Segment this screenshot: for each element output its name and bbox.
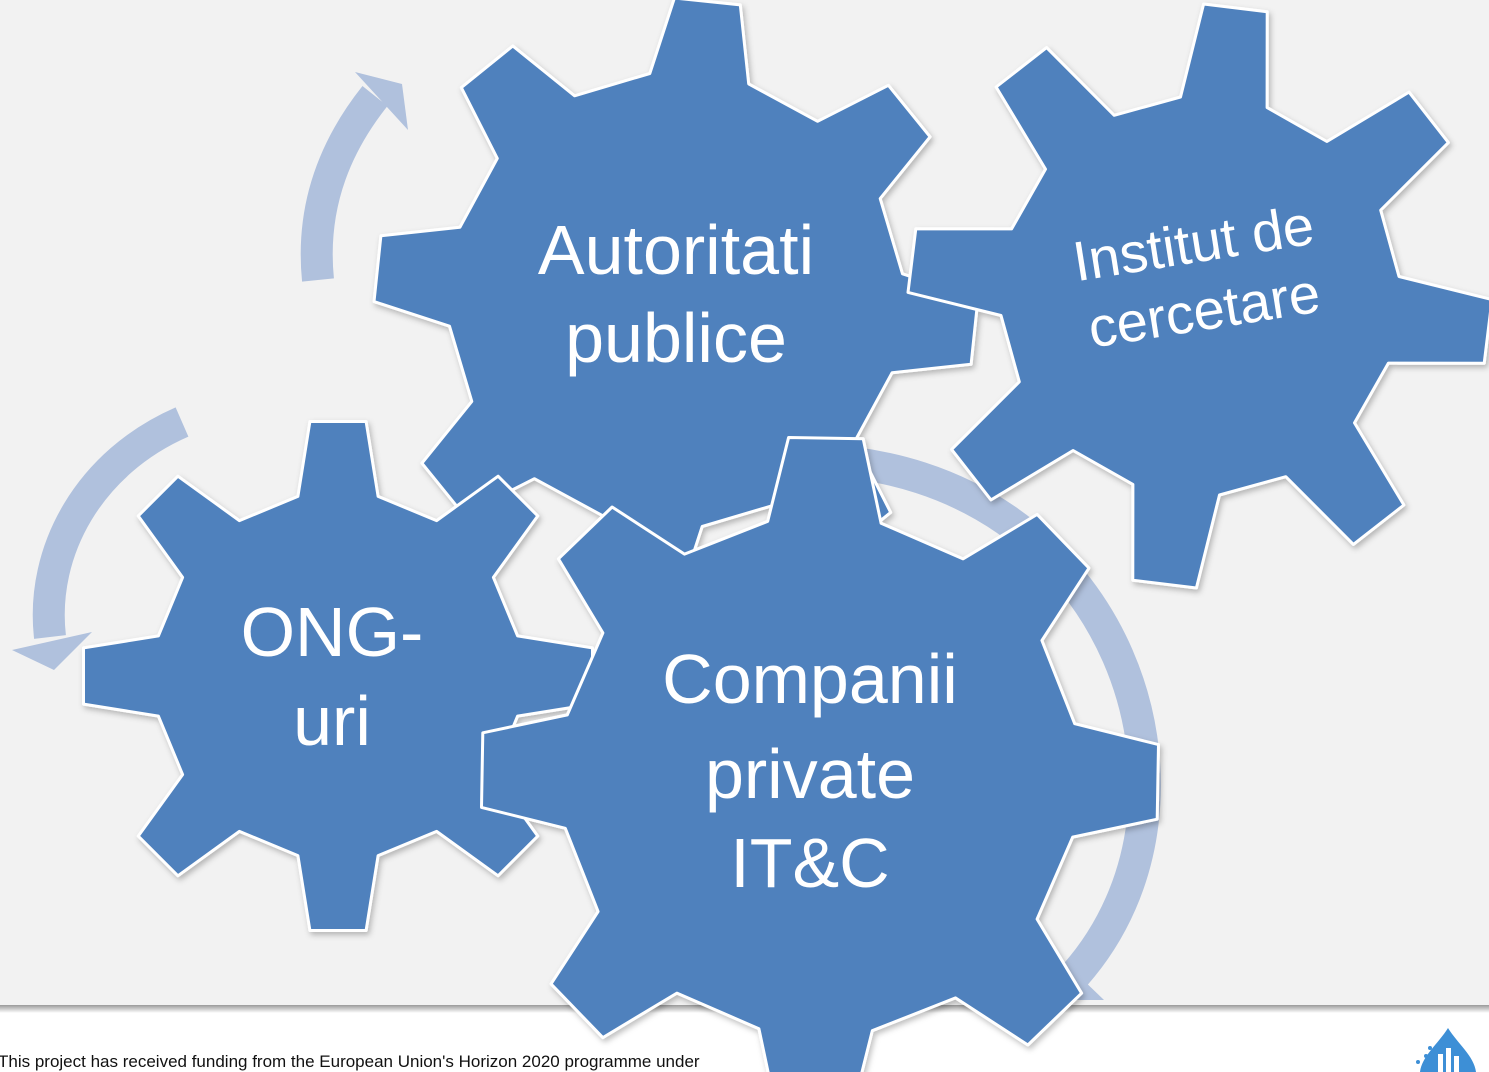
project-logo-icon bbox=[1416, 1028, 1476, 1072]
label-ong-line1: ONG- bbox=[241, 593, 424, 671]
arrow-left bbox=[12, 407, 189, 670]
arrow-top-left bbox=[300, 72, 408, 282]
label-ong-line2: uri bbox=[293, 682, 371, 760]
label-autoritati-line2: publice bbox=[565, 299, 787, 377]
gear-institut bbox=[906, 2, 1489, 590]
label-companii-line1: Companii bbox=[662, 640, 958, 718]
label-companii-line2: private bbox=[705, 735, 915, 813]
label-autoritati-line1: Autoritati bbox=[538, 211, 814, 289]
label-companii-line3: IT&C bbox=[730, 824, 889, 902]
footer-funding-text: This project has received funding from t… bbox=[0, 1052, 700, 1071]
gear-ong bbox=[82, 420, 594, 932]
gear-companii bbox=[480, 436, 1160, 1072]
